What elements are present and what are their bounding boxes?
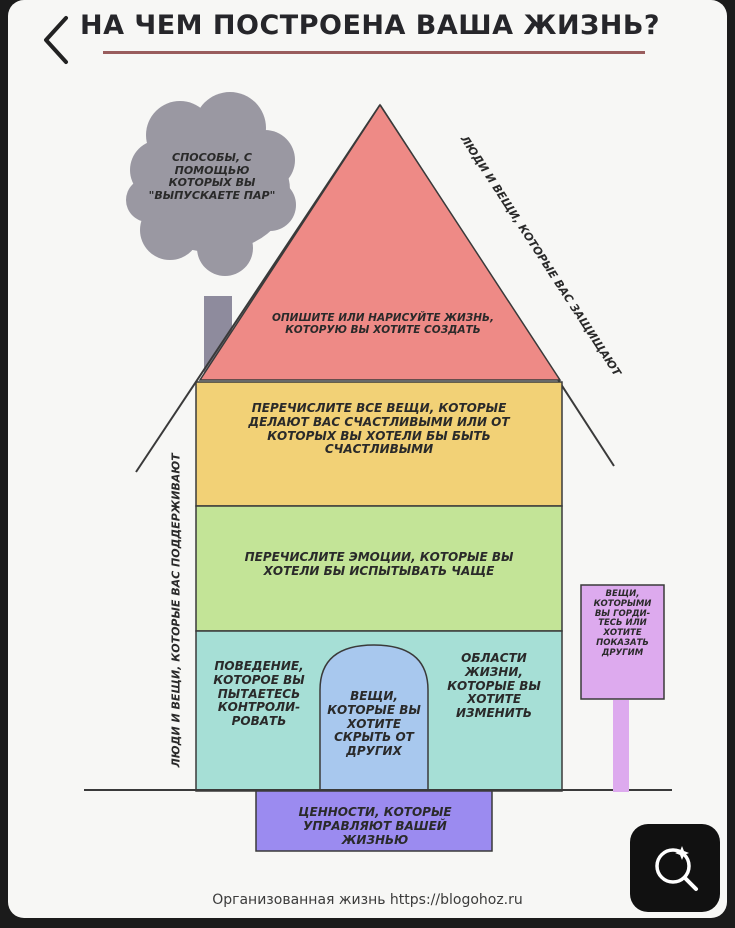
door (319, 644, 429, 791)
ground-right-label: ОБЛАСТИ ЖИЗНИ, КОТОРЫЕ ВЫ ХОТИТЕ ИЗМЕНИТ… (447, 651, 541, 721)
roof (198, 103, 562, 381)
steam-cloud (126, 92, 296, 276)
chevron-left-icon (44, 16, 68, 64)
sign-post (613, 700, 629, 792)
left-wall-label: ЛЮДИ И ВЕЩИ, КОТОРЫЕ ВАС ПОДДЕРЖИВАЮТ (169, 453, 183, 768)
sign-label: ВЕЩИ, КОТОРЫМИ ВЫ ГОРДИ- ТЕСЬ ИЛИ ХОТИТЕ… (593, 589, 652, 658)
roof-label: ОПИШИТЕ ИЛИ НАРИСУЙТЕ ЖИЗНЬ, КОТОРУЮ ВЫ … (271, 312, 495, 337)
ground-left-label: ПОВЕДЕНИЕ, КОТОРОЕ ВЫ ПЫТАЕТЕСЬ КОНТРОЛИ… (213, 659, 305, 729)
floor-middle-label: ПЕРЕЧИСЛИТЕ ЭМОЦИИ, КОТОРЫЕ ВЫ ХОТЕЛИ БЫ… (244, 550, 514, 578)
back-button[interactable] (36, 10, 76, 66)
floor-upper (195, 381, 563, 507)
cloud-label: СПОСОБЫ, С ПОМОЩЬЮ КОТОРЫХ ВЫ "ВЫПУСКАЕТ… (148, 151, 276, 202)
floor-upper-label: ПЕРЕЧИСЛИТЕ ВСЕ ВЕЩИ, КОТОРЫЕ ДЕЛАЮТ ВАС… (248, 401, 510, 457)
page-title: НА ЧЕМ ПОСТРОЕНА ВАША ЖИЗНЬ? (80, 10, 661, 41)
foundation (255, 790, 493, 852)
door-label: ВЕЩИ, КОТОРЫЕ ВЫ ХОТИТЕ СКРЫТЬ ОТ ДРУГИХ (327, 689, 421, 759)
sign-board (580, 584, 665, 700)
foundation-label: ЦЕННОСТИ, КОТОРЫЕ УПРАВЛЯЮТ ВАШЕЙ ЖИЗНЬЮ (298, 805, 452, 847)
source-credit: Организованная жизнь https://blogohoz.ru (212, 892, 523, 908)
title-underline (103, 51, 645, 54)
visual-search-icon (655, 846, 698, 891)
visual-search-button[interactable] (630, 824, 720, 912)
